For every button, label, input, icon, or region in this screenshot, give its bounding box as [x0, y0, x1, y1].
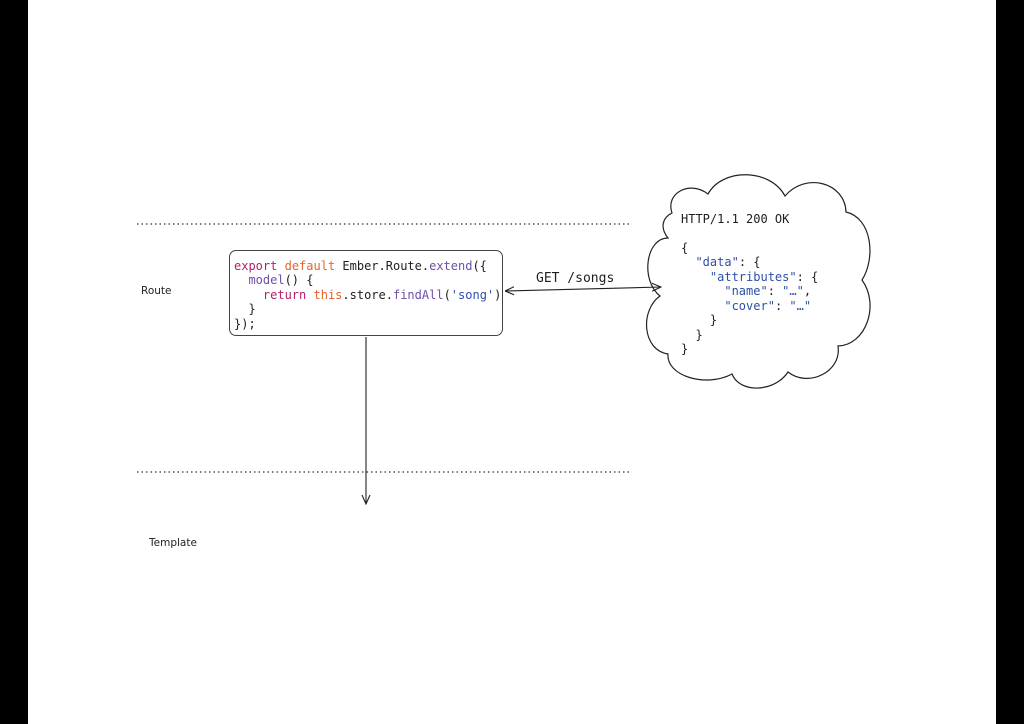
json-token: "…": [782, 284, 804, 298]
json-token: "data": [695, 255, 739, 269]
route-code: export default Ember.Route.extend({ mode…: [234, 259, 502, 331]
code-token: findAll: [392, 287, 444, 302]
json-token: "…": [789, 298, 812, 313]
code-token: ): [494, 287, 502, 302]
json-token: [681, 299, 724, 313]
code-token: Ember.Route.: [335, 259, 430, 273]
json-token: "cover": [724, 298, 775, 313]
request-label: GET /songs: [536, 271, 615, 286]
json-token: }: [681, 327, 703, 342]
code-token: default: [284, 259, 336, 273]
json-token: "attributes": [709, 269, 797, 284]
code-token: [306, 288, 313, 302]
code-token: () {: [284, 273, 314, 288]
code-token: [234, 288, 263, 302]
json-token: }: [681, 313, 718, 327]
json-token: }: [681, 342, 689, 356]
code-token: ({: [472, 259, 487, 273]
json-token: : {: [738, 255, 761, 269]
code-token: return: [262, 287, 307, 302]
route-lane-label: Route: [141, 285, 172, 297]
request-arrow: [506, 287, 661, 291]
code-token: this: [313, 287, 343, 302]
code-token: extend: [429, 259, 473, 273]
server-response: HTTP/1.1 200 OK{ "data": { "attributes":…: [681, 212, 818, 357]
json-token: :: [774, 298, 790, 313]
code-token: model: [248, 273, 285, 288]
route-code-box: export default Ember.Route.extend({ mode…: [229, 250, 503, 336]
json-token: "name": [724, 284, 768, 298]
code-token: }: [234, 302, 256, 317]
json-token: [681, 284, 724, 298]
json-token: ,: [803, 284, 812, 298]
json-token: : {: [796, 269, 819, 284]
json-token: [681, 255, 695, 269]
template-lane-label: Template: [149, 537, 197, 549]
code-token: 'song': [450, 287, 495, 302]
json-token: :: [767, 284, 783, 298]
code-token: [234, 273, 248, 287]
code-token: .store.: [342, 287, 393, 302]
server-cloud: [646, 174, 871, 389]
response-status: HTTP/1.1 200 OK: [681, 212, 790, 226]
json-token: [681, 270, 710, 284]
code-token: });: [234, 316, 256, 331]
code-token: (: [443, 287, 451, 302]
json-token: {: [681, 240, 689, 255]
code-token: export: [234, 259, 278, 273]
